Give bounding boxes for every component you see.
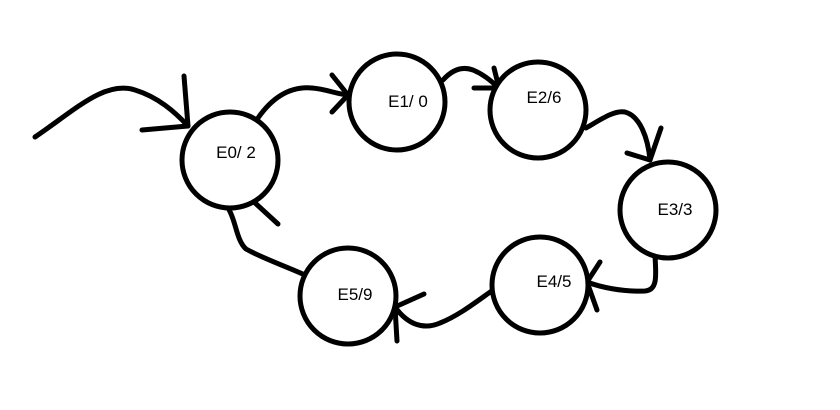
state-e4-circle bbox=[489, 234, 591, 336]
transition-start-to-e0 bbox=[32, 73, 191, 140]
state-e3-label: E3/3 bbox=[658, 200, 693, 219]
state-e3-circle bbox=[617, 159, 719, 261]
transition-e0-to-e1 bbox=[255, 72, 351, 121]
transition-e1-to-e2 bbox=[440, 65, 502, 91]
state-e2-label: E2/6 bbox=[527, 88, 562, 107]
state-e4-label: E4/5 bbox=[537, 272, 572, 291]
state-e2-circle bbox=[487, 59, 589, 161]
state-e4: E4/5 bbox=[489, 234, 591, 336]
state-e5-label: E5/9 bbox=[338, 285, 373, 304]
state-e2: E2/6 bbox=[487, 59, 589, 161]
state-e1: E1/ 0 bbox=[346, 51, 448, 153]
state-e0-label: E0/ 2 bbox=[216, 143, 256, 162]
transition-e5-to-e0 bbox=[220, 199, 308, 278]
transition-e4-to-e5 bbox=[392, 287, 496, 344]
state-e0: E0/ 2 bbox=[179, 109, 281, 211]
state-e3: E3/3 bbox=[617, 159, 719, 261]
transition-e2-to-e3 bbox=[583, 109, 664, 163]
state-e1-label: E1/ 0 bbox=[388, 92, 428, 111]
state-e1-circle bbox=[346, 51, 448, 153]
state-e5-circle bbox=[297, 245, 399, 347]
transition-e3-to-e4 bbox=[584, 253, 659, 313]
state-e0-circle bbox=[179, 109, 281, 211]
state-e5: E5/9 bbox=[297, 245, 399, 347]
